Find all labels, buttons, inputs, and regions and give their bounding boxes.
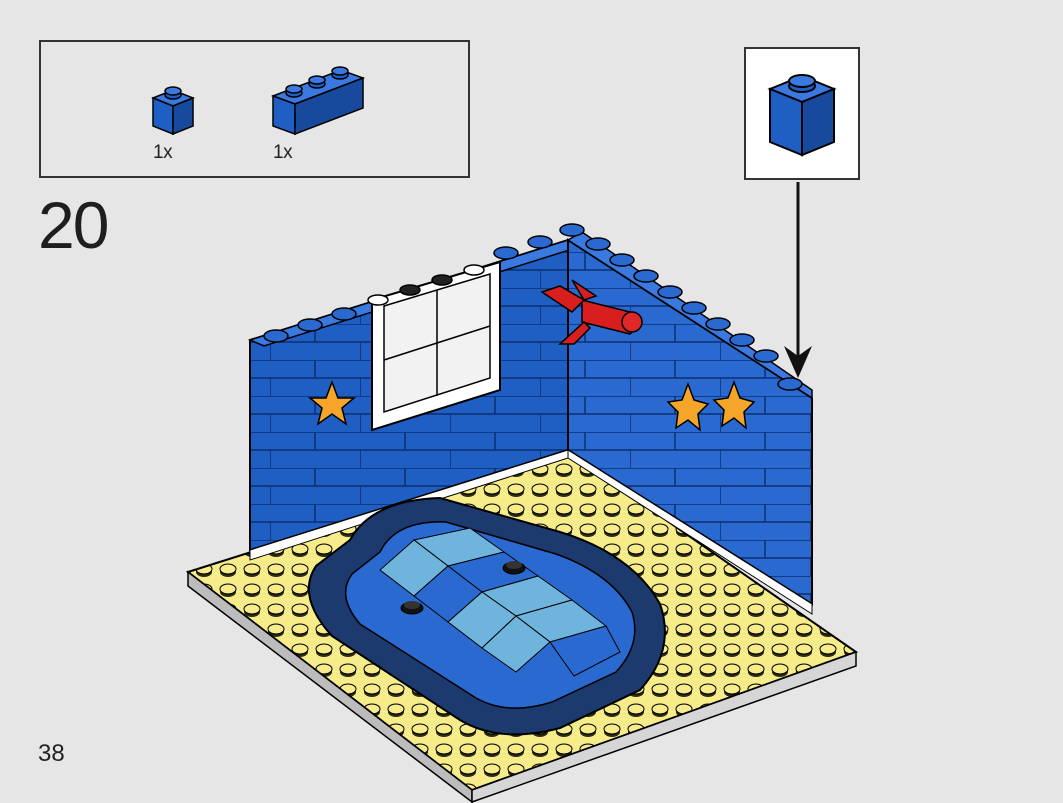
callout-box bbox=[744, 47, 860, 180]
parts-list-box: 1x 1x bbox=[39, 40, 470, 178]
star-decoration-left bbox=[307, 379, 357, 426]
rug bbox=[307, 496, 666, 736]
callout-brick-1x1-icon bbox=[767, 74, 837, 157]
star-decoration-right-1 bbox=[666, 381, 710, 432]
part-brick-1x1-quantity: 1x bbox=[153, 142, 173, 163]
part-brick-1x3-icon bbox=[269, 62, 367, 138]
part-brick-1x1-icon bbox=[149, 82, 197, 138]
page-number: 38 bbox=[38, 740, 65, 767]
step-number: 20 bbox=[38, 188, 109, 262]
placement-arrow bbox=[784, 182, 812, 378]
part-brick-1x3-quantity: 1x bbox=[273, 142, 293, 163]
rocket-decoration bbox=[540, 279, 643, 345]
star-decoration-right-2 bbox=[712, 379, 756, 430]
window bbox=[367, 260, 501, 432]
wall-top-studs bbox=[263, 223, 803, 391]
